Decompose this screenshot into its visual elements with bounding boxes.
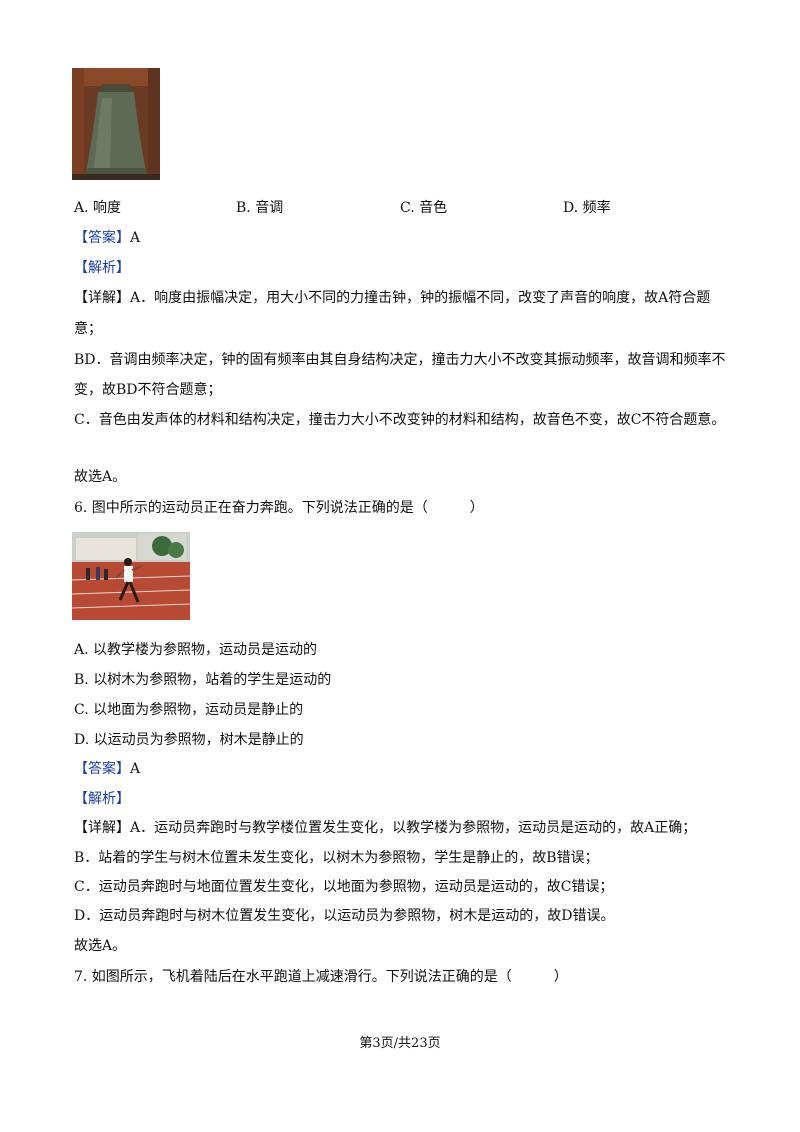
q6-question: 6. 图中所示的运动员正在奋力奔跑。下列说法正确的是（ ）: [74, 500, 484, 516]
detail-text: A．响度由振幅决定，用大小不同的力撞击钟，钟的振幅不同，改变了声音的响度，故A符…: [130, 290, 711, 306]
q5-option-c: C. 音色: [400, 200, 448, 216]
answer-tag: 【答案】: [74, 230, 130, 246]
q6-answer-line: 【答案】A: [74, 759, 140, 779]
q6-detail-c: C．运动员奔跑时与地面位置发生变化，以地面为参照物，运动员是运动的，故C错误；: [74, 879, 614, 895]
q5-conclusion: 故选A。: [74, 469, 127, 485]
q5-option-d: D. 频率: [563, 200, 611, 216]
detail-text: A．运动员奔跑时与教学楼位置发生变化，以教学楼为参照物，运动员是运动的，故A正确…: [130, 820, 697, 836]
q6-analysis-tag: 【解析】: [74, 791, 130, 807]
q6-option-d: D. 以运动员为参照物，树木是静止的: [74, 732, 304, 748]
q5-detail-bd-line1: BD．音调由频率决定，钟的固有频率由其自身结构决定，撞击力大小不改变其振动频率，…: [74, 352, 726, 368]
q6-detail-b: B．站着的学生与树木位置未发生变化，以树木为参照物，学生是静止的，故B错误；: [74, 850, 599, 866]
answer-value: A: [130, 761, 141, 777]
q6-option-b: B. 以树木为参照物，站着的学生是运动的: [74, 672, 332, 688]
answer-value: A: [130, 230, 141, 246]
q6-detail-d: D．运动员奔跑时与树木位置发生变化，以运动员为参照物，树木是运动的，故D错误。: [74, 908, 615, 924]
q7-question: 7. 如图所示，飞机着陆后在水平跑道上减速滑行。下列说法正确的是（ ）: [74, 969, 568, 985]
q5-analysis-tag: 【解析】: [74, 260, 130, 276]
detail-tag: 【详解】: [74, 820, 130, 836]
detail-tag: 【详解】: [74, 290, 130, 306]
q5-detail-c: C．音色由发声体的材料和结构决定，撞击力大小不改变钟的材料和结构，故音色不变，故…: [74, 412, 726, 428]
q6-option-a: A. 以教学楼为参照物，运动员是运动的: [74, 642, 318, 658]
q5-detail-a-line1: 【详解】A．响度由振幅决定，用大小不同的力撞击钟，钟的振幅不同，改变了声音的响度…: [74, 288, 710, 308]
q6-conclusion: 故选A。: [74, 938, 127, 954]
q5-option-a: A. 响度: [74, 200, 122, 216]
q6-detail-a: 【详解】A．运动员奔跑时与教学楼位置发生变化，以教学楼为参照物，运动员是运动的，…: [74, 818, 696, 838]
q6-option-c: C. 以地面为参照物，运动员是静止的: [74, 702, 304, 718]
q5-detail-a-line2: 意；: [74, 321, 102, 337]
q5-detail-bd-line2: 变，故BD不符合题意；: [74, 382, 222, 398]
bell-photo: [72, 68, 160, 180]
q5-answer-line: 【答案】A: [74, 228, 140, 248]
answer-tag: 【答案】: [74, 761, 130, 777]
q5-option-b: B. 音调: [236, 200, 284, 216]
page-footer: 第3页/共23页: [359, 1036, 441, 1051]
runner-photo: [72, 532, 190, 620]
